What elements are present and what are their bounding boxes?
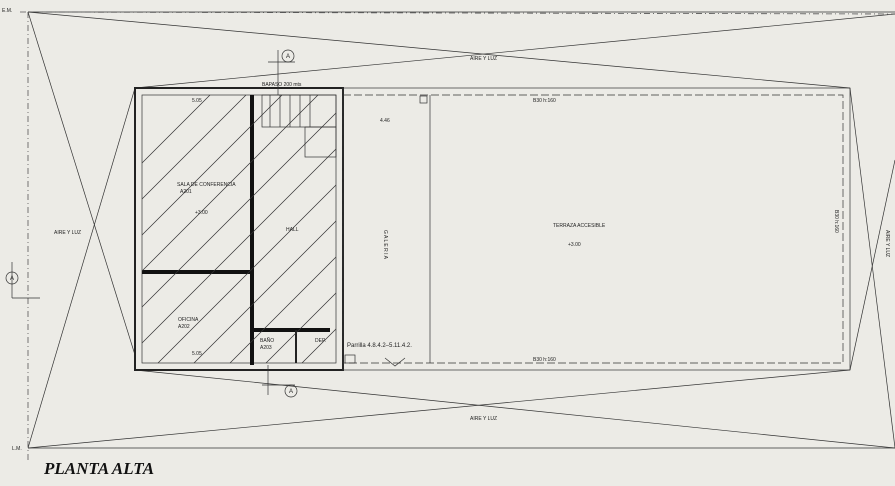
room-terraza-name: TERRAZA ACCESIBLE xyxy=(553,223,606,229)
hatch-line xyxy=(157,184,336,363)
room-bano-name: BAÑO xyxy=(260,337,274,344)
corner-mark-top: E.M. xyxy=(2,8,12,14)
room-oficina-name: OFICINA xyxy=(178,317,199,323)
hatch-line xyxy=(142,95,319,272)
dimension-3: 5.05 xyxy=(192,351,202,357)
dimension-top: B30 h:160 xyxy=(533,98,556,104)
hatch-line xyxy=(229,256,336,363)
hatch-line xyxy=(518,95,786,363)
svg-text:A: A xyxy=(286,54,290,60)
section-marker-bottom: A xyxy=(262,365,298,398)
plan-title: PLANTA ALTA xyxy=(43,459,154,478)
aire-y-luz-left: AIRE Y LUZ xyxy=(54,230,81,236)
room-sala-code: A201 xyxy=(180,189,192,195)
room-galeria-name: G A L E R I A xyxy=(382,230,388,260)
hatch-line xyxy=(142,95,247,200)
dimension-bottom: B30 h:160 xyxy=(533,357,556,363)
hatch-line xyxy=(374,95,642,363)
parrilla-note: Parrilla 4.8.4.2–5.11.4.2. xyxy=(347,343,412,349)
annotation-top: BAPASO 200 mts xyxy=(262,82,302,88)
hatch-line xyxy=(142,148,336,344)
hatch-line xyxy=(338,95,606,363)
room-sala-level: +3.00 xyxy=(195,210,208,216)
room-hall-name: HALL xyxy=(286,227,299,233)
hatch-line xyxy=(142,95,211,164)
dimension-2: 4.46 xyxy=(380,118,390,124)
room-terraza-level: +3.00 xyxy=(568,242,581,248)
corner-mark-bottom: L.M. xyxy=(12,446,22,452)
room-oficina-code: A202 xyxy=(178,324,190,330)
dimension-right: B30 h:160 xyxy=(833,210,839,233)
hatch-line xyxy=(482,95,750,363)
aire-y-luz-bottom: AIRE Y LUZ xyxy=(470,416,497,422)
aire-y-luz-right: AIRE Y LUZ xyxy=(884,230,890,257)
section-marker-left: A xyxy=(5,262,40,299)
lot-boundary xyxy=(19,11,895,460)
svg-text:A: A xyxy=(10,276,14,282)
room-sala-name: SALA DE CONFERENCIA xyxy=(177,182,236,188)
section-marker-top: A xyxy=(268,49,295,95)
hatch-line xyxy=(193,220,336,363)
hatch-line xyxy=(265,292,336,363)
hatch-line xyxy=(142,95,283,236)
building xyxy=(134,87,851,371)
aire-y-luz-top: AIRE Y LUZ xyxy=(470,56,497,62)
aire-y-luz-lines xyxy=(27,11,895,449)
hatch-line xyxy=(142,112,336,308)
hatch-pattern xyxy=(142,95,786,363)
dimension-1: 5.05 xyxy=(192,98,202,104)
room-dep-name: DEP. xyxy=(315,338,326,344)
hatch-line xyxy=(410,95,678,363)
room-bano-code: A203 xyxy=(260,345,272,351)
svg-text:A: A xyxy=(289,389,293,395)
hatch-line xyxy=(446,95,714,363)
